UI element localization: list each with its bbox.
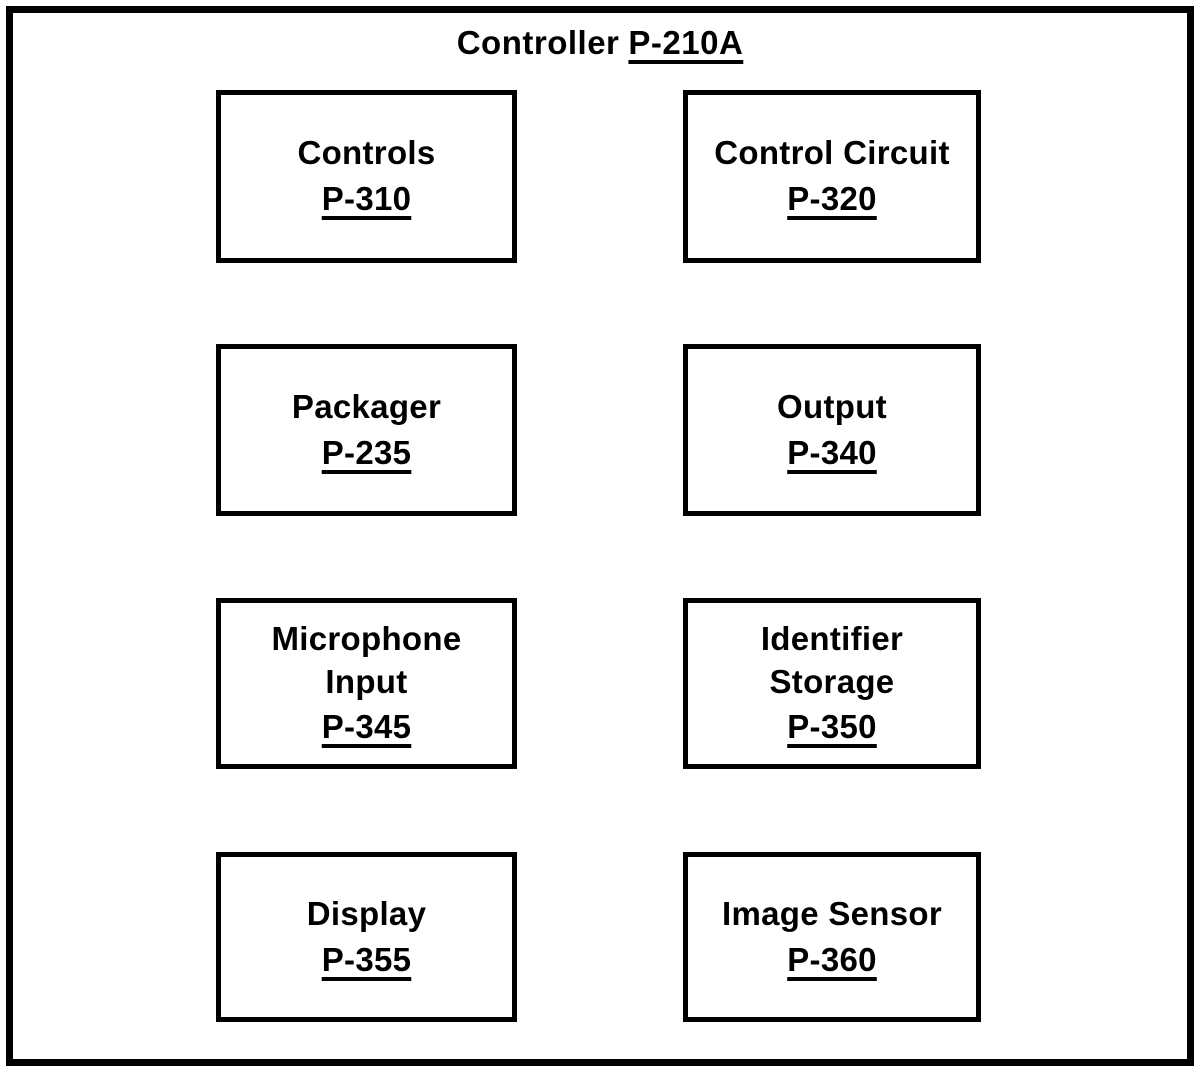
block-label: Controls [297, 134, 436, 172]
block-ref: P-310 [321, 180, 412, 217]
block-ref: P-345 [321, 708, 412, 746]
diagram-title-ref: P-210A [628, 24, 744, 61]
block-ref: P-320 [787, 180, 877, 217]
block-ref: P-350 [787, 708, 877, 746]
controller-outer-frame [6, 6, 1194, 1066]
block-image-sensor: Image Sensor P-360 [683, 852, 981, 1022]
block-label: Display [306, 894, 427, 932]
block-ref: P-360 [787, 940, 877, 978]
block-packager: Packager P-235 [216, 344, 517, 516]
block-controls: Controls P-310 [216, 90, 517, 263]
block-identifier-storage: Identifier Storage P-350 [683, 598, 981, 769]
block-label: Control Circuit [714, 134, 950, 172]
block-label: Identifier Storage [760, 619, 904, 700]
block-label: Image Sensor [721, 894, 943, 932]
block-ref: P-235 [321, 433, 412, 471]
block-label: Output [777, 387, 887, 425]
diagram-title-label: Controller [456, 24, 620, 61]
block-label: Microphone Input [271, 619, 462, 700]
block-label: Packager [291, 387, 442, 425]
block-ref: P-340 [787, 433, 877, 471]
block-display: Display P-355 [216, 852, 517, 1022]
block-output: Output P-340 [683, 344, 981, 516]
block-control-circuit: Control Circuit P-320 [683, 90, 981, 263]
block-microphone-input: Microphone Input P-345 [216, 598, 517, 769]
block-ref: P-355 [321, 940, 412, 978]
